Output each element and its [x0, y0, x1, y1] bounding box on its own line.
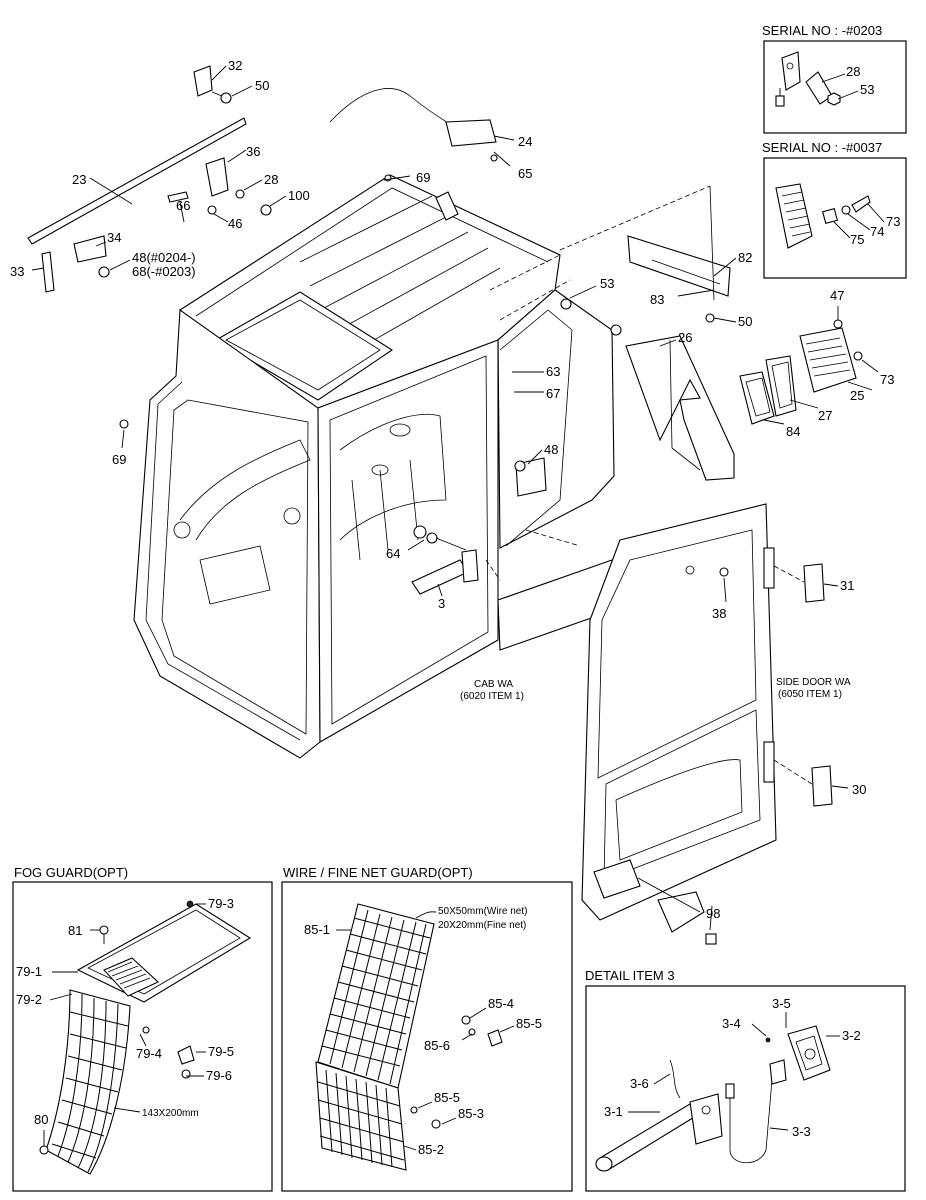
part-3-5-label: 3-5	[772, 996, 791, 1011]
part-81-label: 81	[68, 923, 82, 938]
part-26-label: 26	[678, 330, 692, 345]
serial-inset-0203: SERIAL NO : -#0203 28 53	[762, 23, 907, 134]
fog-guard-dimension: 143X200mm	[142, 1108, 199, 1119]
part-68-label: 68(-#0203)	[132, 264, 196, 279]
part-32-label: 32	[228, 58, 242, 73]
part-85-6-label: 85-6	[424, 1038, 450, 1053]
wire-guard-frame	[281, 881, 573, 1192]
lock-parts	[411, 457, 547, 595]
part-79-3-label: 79-3	[208, 896, 234, 911]
part-85-3-label: 85-3	[458, 1106, 484, 1121]
part-85-2-label: 85-2	[418, 1142, 444, 1157]
cab-wa-item-label: (6020 ITEM 1)	[460, 691, 524, 702]
part-23-label: 23	[72, 172, 86, 187]
part-3-6-label: 3-6	[630, 1076, 649, 1091]
part-25-label: 25	[850, 388, 864, 403]
serial-inset-0037-title: SERIAL NO : -#0037	[762, 140, 882, 155]
part-66-label: 66	[176, 198, 190, 213]
part-36-label: 36	[246, 144, 260, 159]
part-84-label: 84	[786, 424, 800, 439]
wire-net-note: 50X50mm(Wire net)	[438, 906, 527, 917]
part-69-label-top: 69	[416, 170, 430, 185]
main-exploded-view: 32 50 24 65 23 36 69 28 100 66 46 34 48(…	[10, 58, 894, 945]
part-46-label: 46	[228, 216, 242, 231]
part-28-inset: 28	[846, 64, 860, 79]
fog-guard-section: FOG GUARD(OPT) 79-3 81 79-1	[12, 865, 273, 1192]
part-30-label: 30	[852, 782, 866, 797]
part-28-label: 28	[264, 172, 278, 187]
detail-item-3-drawing	[595, 1012, 831, 1172]
part-3-3-label: 3-3	[792, 1124, 811, 1139]
part-3-1-label: 3-1	[604, 1104, 623, 1119]
part-38-label: 38	[712, 606, 726, 621]
part-53-label: 53	[600, 276, 614, 291]
part-64-label: 64	[386, 546, 400, 561]
wire-guard-drawing	[315, 903, 503, 1171]
serial-inset-0203-title: SERIAL NO : -#0203	[762, 23, 882, 38]
part-3-label: 3	[438, 596, 445, 611]
part-50-label-right: 50	[738, 314, 752, 329]
serial-inset-0037-frame	[763, 157, 907, 279]
fog-guard-drawing	[39, 900, 252, 1175]
part-24-label: 24	[518, 134, 532, 149]
part-69-label-left: 69	[112, 452, 126, 467]
right-side-parts	[625, 185, 879, 481]
fine-net-note: 20X20mm(Fine net)	[438, 920, 526, 931]
bracket-drawing	[775, 51, 841, 107]
part-47-label: 47	[830, 288, 844, 303]
part-48-label-top: 48(#0204-)	[132, 250, 196, 265]
part-73-inset: 73	[886, 214, 900, 229]
part-79-1-label: 79-1	[16, 964, 42, 979]
main-labels: 32 50 24 65 23 36 69 28 100 66 46 34 48(…	[10, 58, 894, 921]
part-34-label: 34	[107, 230, 121, 245]
part-79-4-label: 79-4	[136, 1046, 162, 1061]
part-63-label: 63	[546, 364, 560, 379]
part-100-label: 100	[288, 188, 310, 203]
part-79-2-label: 79-2	[16, 992, 42, 1007]
part-33-label: 33	[10, 264, 24, 279]
detail-item-3-section: DETAIL ITEM 3 3-5 3-4 3-2 3-6 3-1 3-3	[585, 968, 906, 1192]
part-73-label: 73	[880, 372, 894, 387]
side-door-wa-item-label: (6050 ITEM 1)	[778, 689, 842, 700]
detail-item-3-title: DETAIL ITEM 3	[585, 968, 675, 983]
part-31-label: 31	[840, 578, 854, 593]
serial-inset-0037: SERIAL NO : -#0037 73 74 75	[762, 140, 907, 279]
part-85-4-label: 85-4	[488, 996, 514, 1011]
top-small-parts	[27, 65, 515, 293]
fog-guard-frame	[12, 881, 273, 1192]
part-79-6-label: 79-6	[206, 1068, 232, 1083]
part-3-4-label: 3-4	[722, 1016, 741, 1031]
part-48-label-mid: 48	[544, 442, 558, 457]
detail-item-3-frame	[585, 985, 906, 1192]
cab-frame	[119, 174, 711, 759]
part-82-label: 82	[738, 250, 752, 265]
part-98-label: 98	[706, 906, 720, 921]
part-85-1-label: 85-1	[304, 922, 330, 937]
vent-cover-drawing	[775, 183, 871, 249]
wire-guard-section: WIRE / FINE NET GUARD(OPT) 85-1 50X50mm(…	[281, 865, 573, 1192]
fog-guard-title: FOG GUARD(OPT)	[14, 865, 128, 880]
main-leaders	[383, 175, 873, 931]
part-67-label: 67	[546, 386, 560, 401]
side-door-wa-label: SIDE DOOR WA	[776, 677, 851, 688]
part-75-inset: 75	[850, 232, 864, 247]
part-50-label-top: 50	[255, 78, 269, 93]
part-27-label: 27	[818, 408, 832, 423]
part-80-label: 80	[34, 1112, 48, 1127]
serial-inset-0203-frame	[763, 40, 907, 134]
part-65-label: 65	[518, 166, 532, 181]
side-door	[581, 503, 833, 945]
part-79-5-label: 79-5	[208, 1044, 234, 1059]
part-83-label: 83	[650, 292, 664, 307]
part-85-5-label-bottom: 85-5	[434, 1090, 460, 1105]
cab-wa-label: CAB WA	[474, 679, 513, 690]
wire-guard-title: WIRE / FINE NET GUARD(OPT)	[283, 865, 473, 880]
part-85-5-label-top: 85-5	[516, 1016, 542, 1031]
part-3-2-label: 3-2	[842, 1028, 861, 1043]
part-74-inset: 74	[870, 224, 884, 239]
part-53-inset: 53	[860, 82, 874, 97]
